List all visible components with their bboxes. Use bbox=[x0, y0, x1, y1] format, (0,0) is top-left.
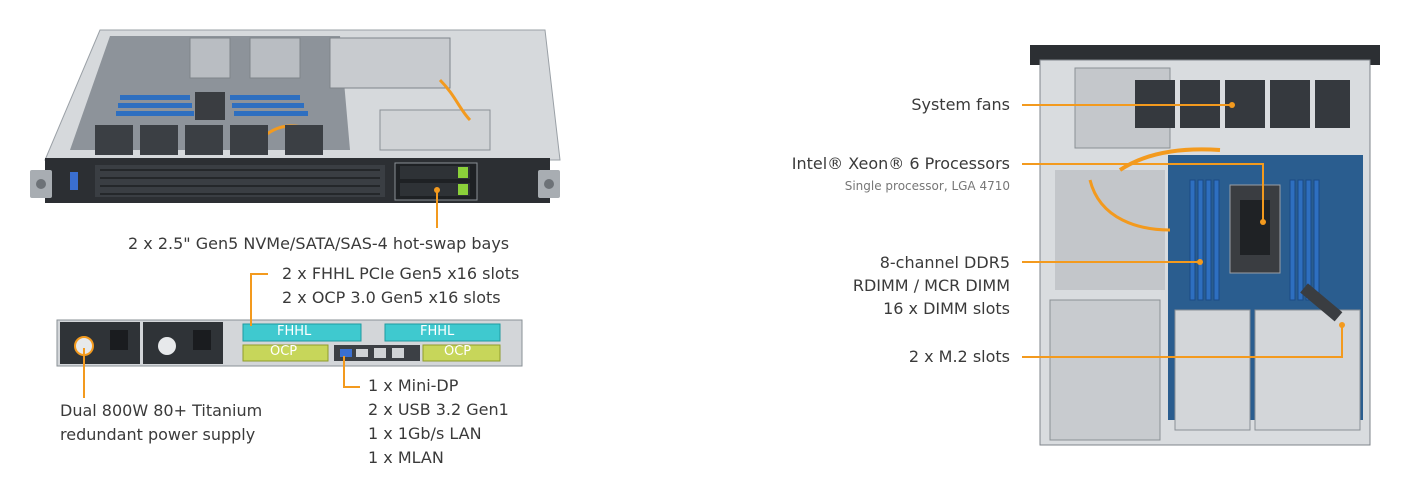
io-lan: 1 x 1Gb/s LAN bbox=[368, 424, 482, 443]
ocp-slots-label: 2 x OCP 3.0 Gen5 x16 slots bbox=[282, 288, 501, 307]
memory-label-line3: 16 x DIMM slots bbox=[883, 299, 1010, 318]
cpu-sub-label: Single processor, LGA 4710 bbox=[844, 179, 1010, 193]
fhhl-tag-right: FHHL bbox=[420, 324, 455, 339]
ocp-tag-left: OCP bbox=[270, 344, 298, 359]
io-usb: 2 x USB 3.2 Gen1 bbox=[368, 400, 509, 419]
io-mini-dp: 1 x Mini-DP bbox=[368, 376, 459, 395]
psu-label-line1: Dual 800W 80+ Titanium bbox=[60, 401, 263, 420]
memory-label-line2: RDIMM / MCR DIMM bbox=[852, 276, 1010, 295]
rear-server-view bbox=[56, 273, 523, 398]
cpu-label: Intel® Xeon® 6 Processors bbox=[791, 154, 1010, 173]
ocp-tag-right: OCP bbox=[444, 344, 472, 359]
fhhl-tag-left: FHHL bbox=[277, 324, 312, 339]
front-server-view bbox=[30, 29, 561, 228]
io-mlan: 1 x MLAN bbox=[368, 448, 444, 467]
system-fans-label: System fans bbox=[911, 95, 1010, 114]
memory-label-line1: 8-channel DDR5 bbox=[879, 253, 1010, 272]
pcie-slots-label: 2 x FHHL PCIe Gen5 x16 slots bbox=[282, 264, 520, 283]
psu-label-line2: redundant power supply bbox=[60, 425, 256, 444]
top-server-view bbox=[1022, 45, 1380, 446]
m2-slots-label: 2 x M.2 slots bbox=[908, 347, 1010, 366]
hot-swap-bays-label: 2 x 2.5" Gen5 NVMe/SATA/SAS-4 hot-swap b… bbox=[128, 234, 510, 253]
